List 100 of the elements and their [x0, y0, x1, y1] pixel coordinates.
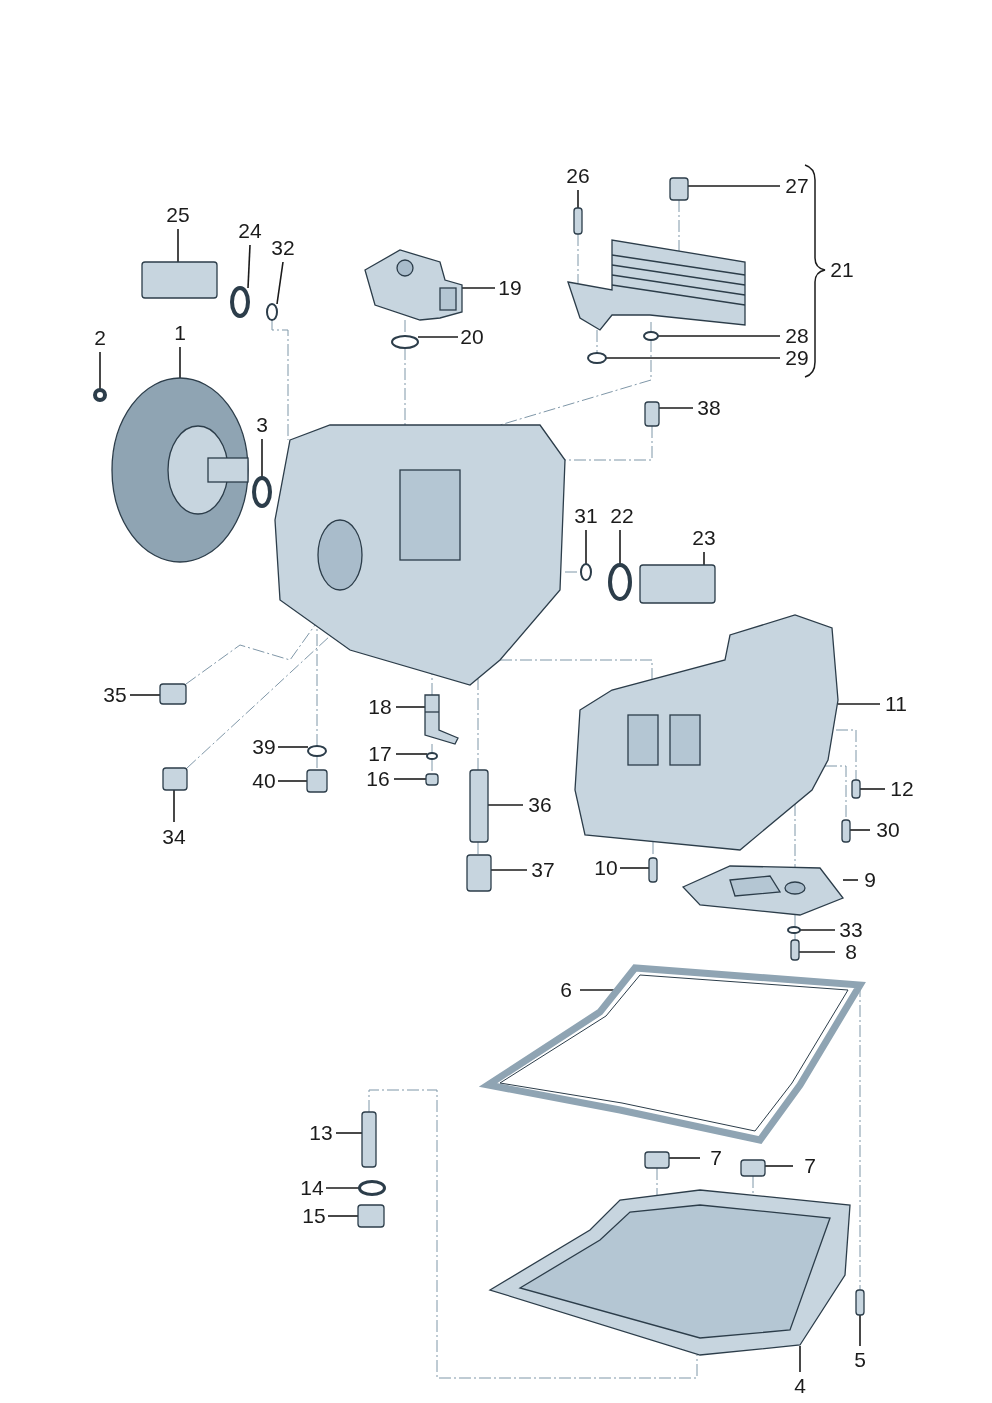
assembly-line	[794, 914, 796, 928]
assembly-line	[499, 659, 653, 680]
leader-line	[798, 951, 836, 953]
leader-line	[859, 1314, 861, 1347]
leader-line	[173, 789, 175, 823]
callout-number: 15	[302, 1205, 326, 1227]
valve-body-drawing	[574, 614, 839, 851]
o-ring-drawing	[266, 303, 278, 321]
assembly-line	[835, 729, 857, 781]
leader-line	[261, 438, 263, 479]
callout-number: 7	[710, 1147, 722, 1169]
leader-line	[277, 780, 308, 782]
callout-number: 18	[368, 696, 392, 718]
leader-line	[764, 1165, 794, 1167]
o-ring-drawing	[587, 352, 607, 364]
filter-drawing	[681, 865, 845, 916]
washer-drawing	[426, 752, 438, 760]
callout-number: 8	[845, 941, 857, 963]
o-ring-drawing	[643, 331, 659, 341]
leader-line	[577, 189, 579, 209]
leader-line	[99, 351, 101, 391]
bolt-drawing	[573, 207, 583, 235]
bolt-drawing	[648, 857, 658, 883]
shaft-drawing	[141, 261, 218, 299]
plug-drawing	[644, 401, 660, 427]
leader-line	[325, 1187, 361, 1189]
callout-number: 36	[528, 794, 552, 816]
callout-number: 38	[697, 397, 721, 419]
leader-line	[335, 1132, 363, 1134]
leader-line	[129, 694, 161, 696]
callout-number: 23	[692, 527, 716, 549]
callout-number: 21	[830, 259, 854, 281]
leader-line	[837, 703, 881, 705]
plug-drawing	[159, 683, 187, 705]
leader-line	[703, 551, 705, 566]
callout-number: 33	[839, 919, 863, 941]
seal-ring-drawing	[608, 563, 632, 601]
assembly-line	[596, 329, 598, 354]
o-ring-drawing	[580, 563, 592, 581]
leader-line	[619, 529, 621, 566]
callout-number: 2	[94, 327, 106, 349]
plug-drawing	[357, 1204, 385, 1228]
leader-line	[799, 929, 836, 931]
leader-line	[276, 261, 284, 305]
leader-line	[668, 1157, 701, 1159]
callout-number: 35	[103, 684, 127, 706]
callout-number: 28	[785, 325, 809, 347]
stud-drawing	[469, 769, 489, 843]
callout-number: 24	[238, 220, 262, 242]
sleeve-drawing	[466, 854, 492, 892]
leader-line	[842, 879, 859, 881]
assembly-line	[431, 743, 433, 754]
bolt-drawing	[851, 779, 861, 799]
callout-number: 10	[594, 857, 618, 879]
plug-drawing	[162, 767, 188, 791]
bolt-drawing	[841, 819, 851, 843]
transmission-case-drawing	[274, 424, 566, 686]
callout-number: 16	[366, 768, 390, 790]
assembly-line	[794, 932, 796, 941]
washer-drawing	[358, 1180, 386, 1196]
callout-number: 4	[794, 1375, 806, 1397]
callout-number: 14	[300, 1177, 324, 1199]
leader-line	[619, 867, 650, 869]
leader-line	[657, 335, 781, 337]
assembly-line	[368, 1089, 698, 1379]
leader-line	[179, 346, 181, 379]
assembly-line	[577, 233, 579, 284]
leader-line	[395, 753, 428, 755]
assembly-line	[185, 624, 316, 685]
callout-number: 39	[252, 736, 276, 758]
bracket-drawing	[424, 694, 459, 745]
callout-number: 27	[785, 175, 809, 197]
assembly-line	[477, 841, 479, 856]
callout-number: 30	[876, 819, 900, 841]
callout-number: 11	[885, 693, 907, 715]
assembly-line	[477, 678, 479, 771]
assembly-line	[794, 803, 796, 868]
sensor-drawing	[669, 177, 689, 201]
leader-line	[393, 778, 427, 780]
leader-line	[177, 228, 179, 263]
bolt-drawing	[790, 939, 800, 961]
washer-drawing	[787, 926, 801, 934]
callout-number: 40	[252, 770, 276, 792]
callout-number: 32	[271, 237, 295, 259]
callout-number: 25	[166, 204, 190, 226]
callout-number: 5	[854, 1349, 866, 1371]
assembly-line	[678, 199, 680, 252]
callout-number: 34	[162, 826, 186, 848]
callout-number: 12	[890, 778, 914, 800]
assembly-line	[404, 347, 406, 426]
callout-number: 3	[256, 414, 268, 436]
bolt-drawing	[855, 1289, 865, 1316]
leader-line	[277, 746, 309, 748]
nut-drawing	[93, 388, 107, 402]
assembly-line	[316, 755, 318, 771]
nut-drawing	[425, 773, 439, 786]
callout-number: 19	[498, 277, 522, 299]
callout-number: 1	[174, 322, 186, 344]
sensor-drawing	[364, 249, 463, 321]
pad-drawing	[644, 1151, 670, 1169]
